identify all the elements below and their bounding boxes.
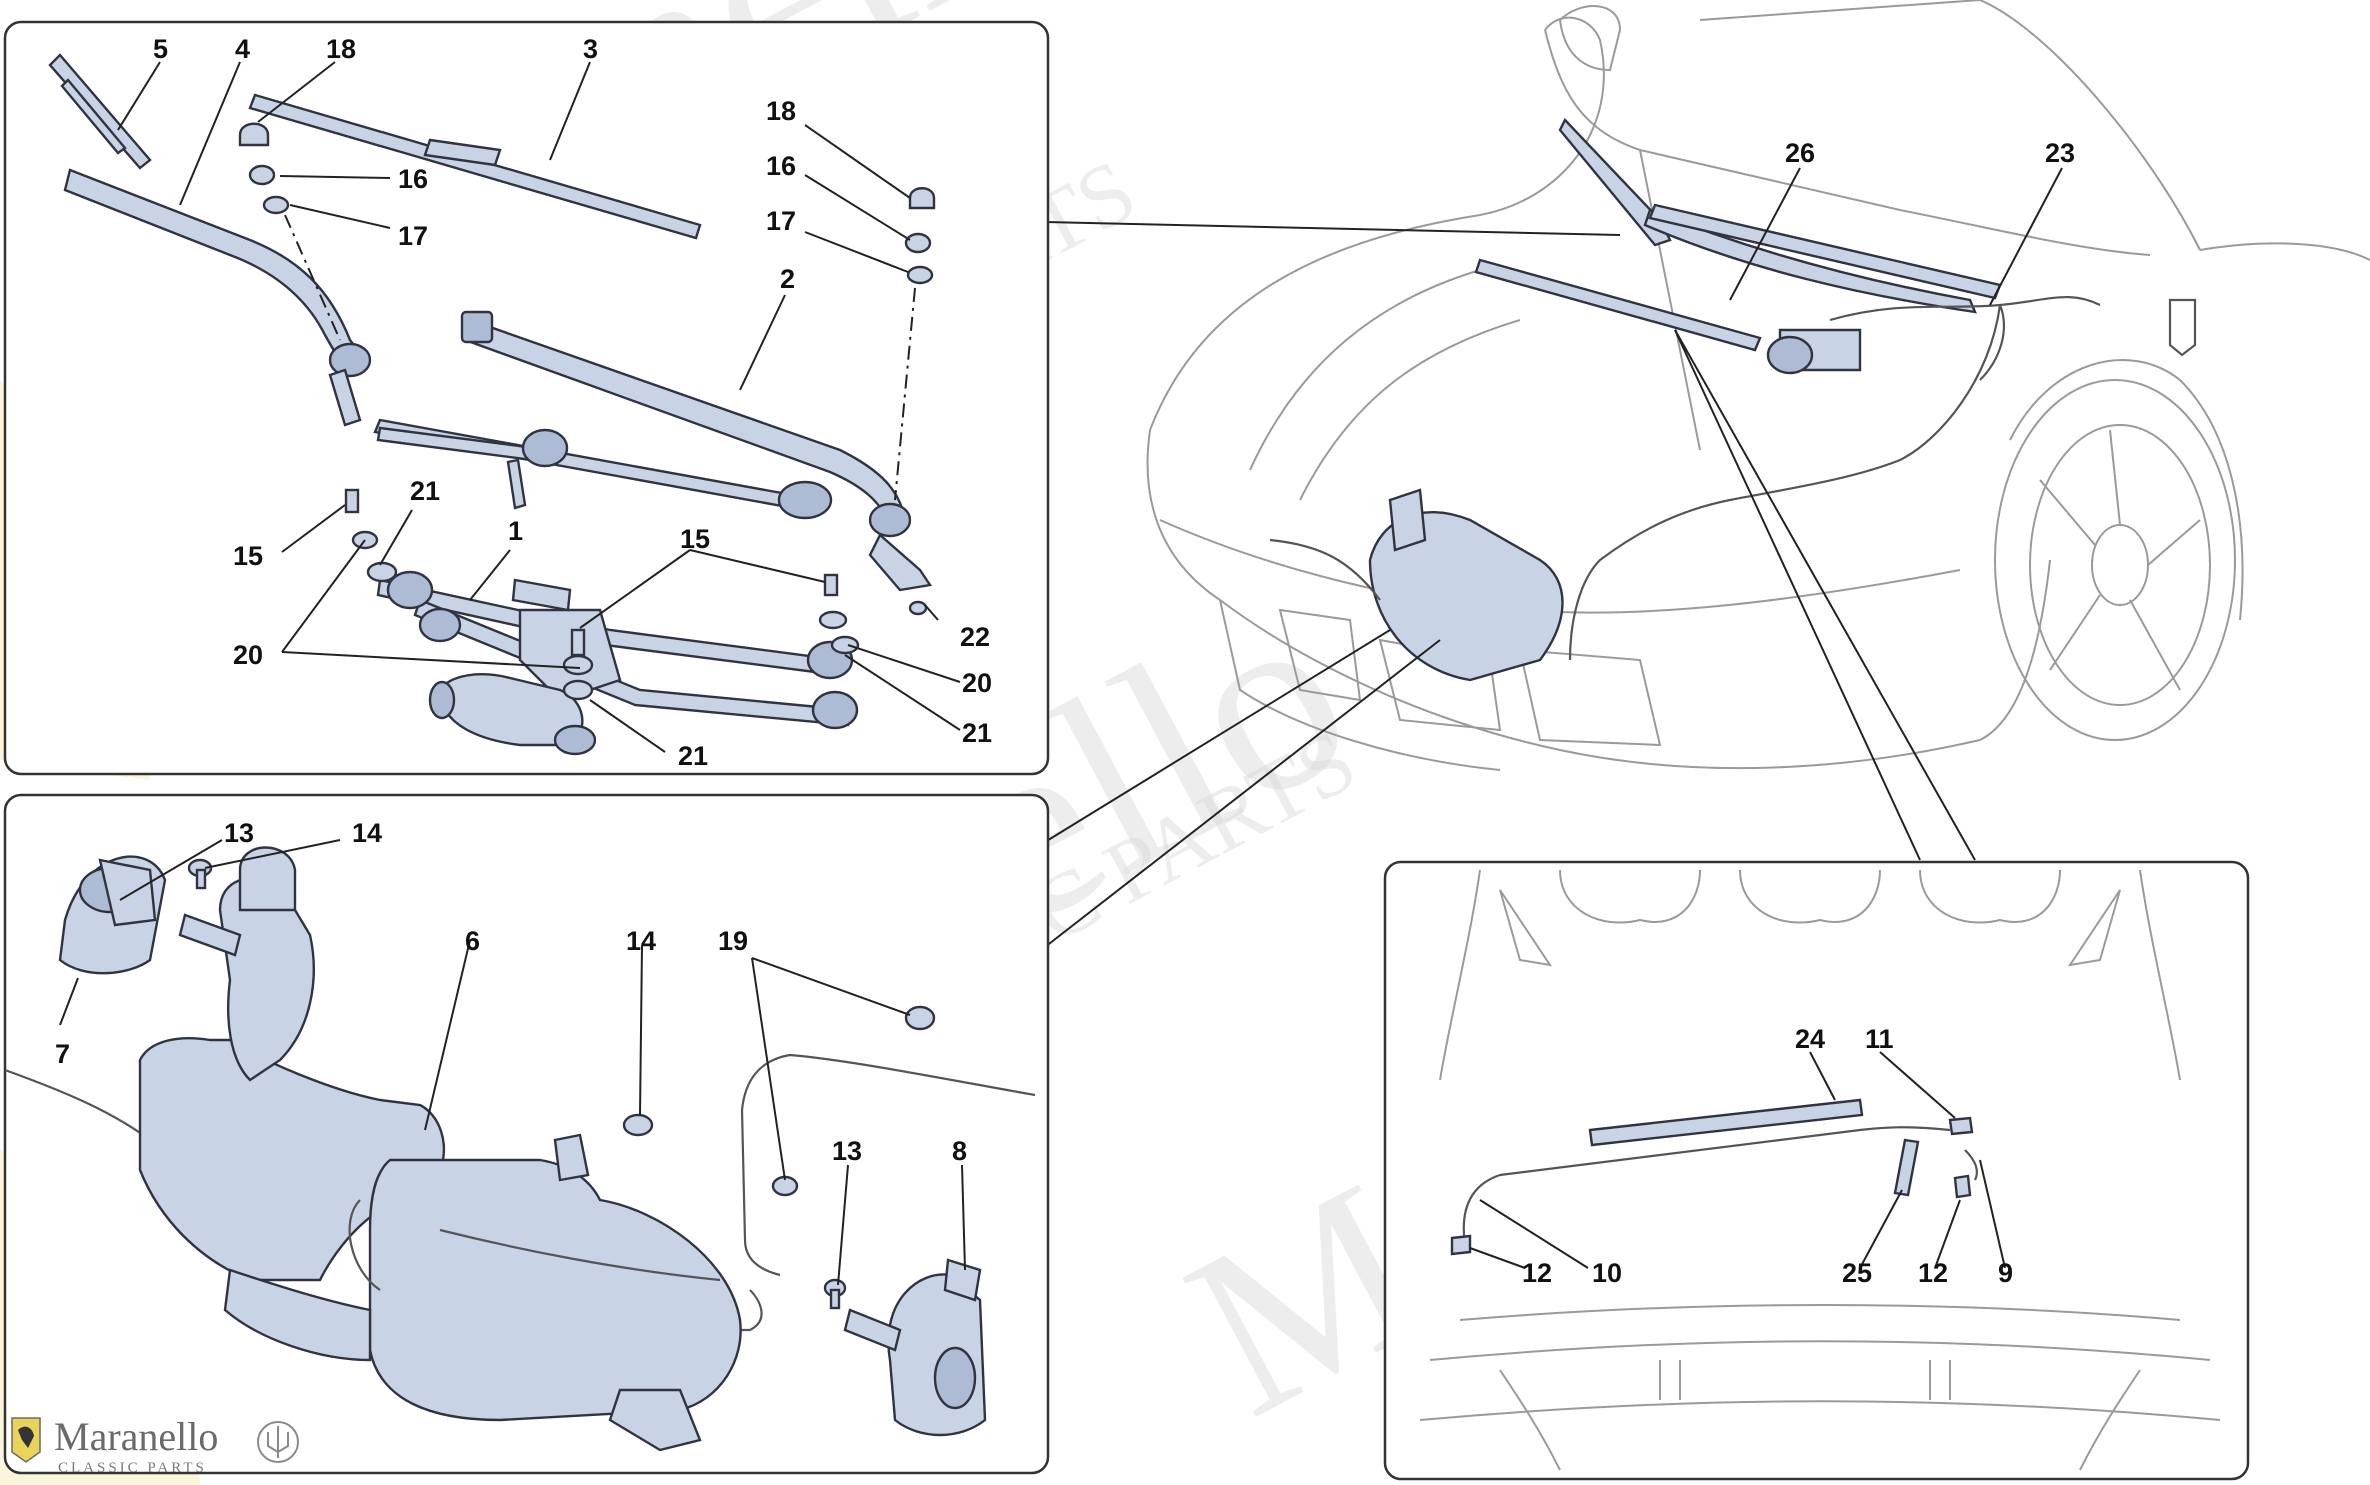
callout-label: 3 <box>583 34 598 64</box>
hood-seal-strip <box>1588 1098 1864 1147</box>
callout-label: 12 <box>1918 1258 1948 1288</box>
callout-label: 20 <box>233 640 263 670</box>
tank-panel <box>3 793 1050 1475</box>
callout-label: 16 <box>398 164 428 194</box>
callout-label: 15 <box>680 524 710 554</box>
callout-label: 4 <box>235 34 250 64</box>
callout-label: 12 <box>1522 1258 1552 1288</box>
callout-label: 18 <box>326 34 356 64</box>
callout-label: 17 <box>766 206 796 236</box>
callout-label: 21 <box>962 718 992 748</box>
callout-label: 13 <box>832 1136 862 1166</box>
tank-leaders <box>59 839 966 1286</box>
callout-label: 21 <box>410 476 440 506</box>
wiper-blade-large <box>248 93 702 240</box>
callout-label: 14 <box>626 926 656 956</box>
callout-label: 20 <box>962 668 992 698</box>
connector-lines <box>1044 221 1976 948</box>
hood-panel <box>1383 860 2250 1481</box>
callout-label: 22 <box>960 622 990 652</box>
brand-logo: Maranello CLASSIC PARTS <box>11 1414 299 1476</box>
callout-label: 18 <box>766 96 796 126</box>
callout-label: 21 <box>678 741 708 771</box>
callout-label: 5 <box>153 34 168 64</box>
callout-label: 9 <box>1998 1258 2013 1288</box>
callout-label: 17 <box>398 221 428 251</box>
callout-label: 13 <box>224 818 254 848</box>
callout-label: 24 <box>1795 1024 1825 1054</box>
callout-label: 11 <box>1865 1024 1894 1054</box>
car-leaders <box>1729 167 2063 306</box>
callout-label: 23 <box>2045 138 2075 168</box>
callout-label: 19 <box>718 926 748 956</box>
callout-label: 25 <box>1842 1258 1872 1288</box>
callout-label: 1 <box>508 516 523 546</box>
callout-label: 2 <box>780 264 795 294</box>
callout-label: 10 <box>1592 1258 1622 1288</box>
washer-tank <box>138 1037 446 1282</box>
callout-labels: 5 4 18 3 16 17 18 16 17 2 21 1 15 15 22 … <box>55 34 2075 1288</box>
brand-subtitle: CLASSIC PARTS <box>58 1460 207 1476</box>
callout-label: 26 <box>1785 138 1815 168</box>
callout-label: 6 <box>465 926 480 956</box>
hood-leaders <box>1469 1051 2006 1269</box>
car-overview-drawing <box>1146 0 2370 771</box>
hood-small-strip <box>1893 1138 1920 1197</box>
wiper-panel <box>3 20 1050 776</box>
callout-label: 14 <box>352 818 382 848</box>
trident-icon <box>257 1421 299 1463</box>
brand-name: Maranello <box>54 1414 218 1459</box>
wiper-motor <box>438 673 584 747</box>
callout-label: 8 <box>952 1136 967 1166</box>
callout-label: 15 <box>233 541 263 571</box>
wiper-leaders <box>117 61 961 753</box>
callout-label: 16 <box>766 151 796 181</box>
callout-label: 7 <box>55 1039 70 1069</box>
